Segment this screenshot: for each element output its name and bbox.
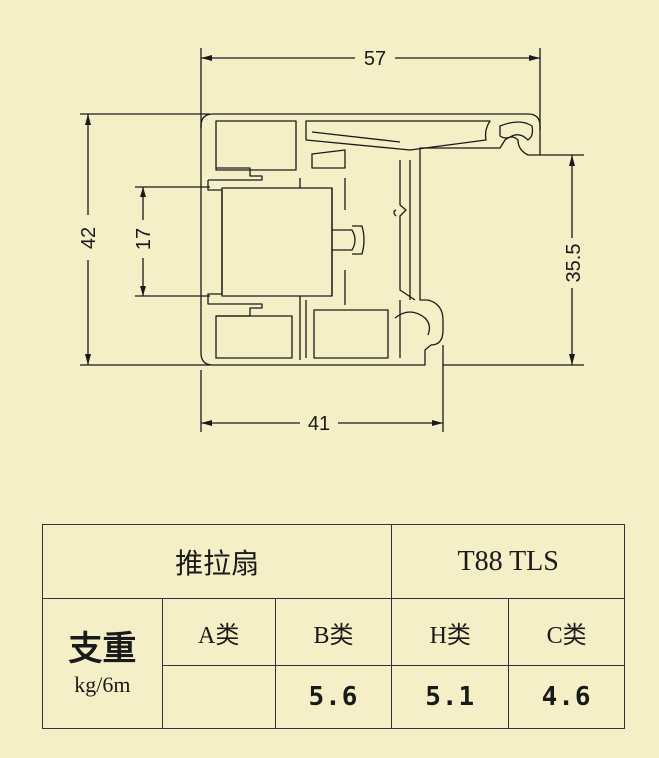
profile-outline <box>200 113 541 366</box>
dim-bottom-label: 41 <box>308 413 330 435</box>
class-b-value: 5.6 <box>274 665 393 729</box>
dim-top-label: 57 <box>364 48 386 70</box>
product-name: 推拉扇 <box>41 524 393 599</box>
weight-header: 支重 kg/6m <box>42 598 163 729</box>
weight-label: 支重 <box>68 630 137 668</box>
class-h-label: H类 <box>391 598 510 666</box>
class-a-label: A类 <box>161 598 276 666</box>
dim-right-label: 35.5 <box>563 244 585 283</box>
spec-table: 推拉扇 T88 TLS 支重 kg/6m A类 B类 H类 C类 5.6 5.1… <box>41 524 625 729</box>
class-h-value: 5.1 <box>391 665 510 729</box>
dim-inner-label: 17 <box>133 228 155 250</box>
dim-left-label: 42 <box>78 227 100 249</box>
weight-unit: kg/6m <box>74 672 131 697</box>
class-c-label: C类 <box>508 598 625 666</box>
class-a-value <box>161 665 276 729</box>
class-c-value: 4.6 <box>508 665 625 729</box>
profile-section-drawing: 57 42 17 35.5 41 <box>78 48 585 435</box>
class-b-label: B类 <box>274 598 393 666</box>
model-name: T88 TLS <box>391 524 625 599</box>
